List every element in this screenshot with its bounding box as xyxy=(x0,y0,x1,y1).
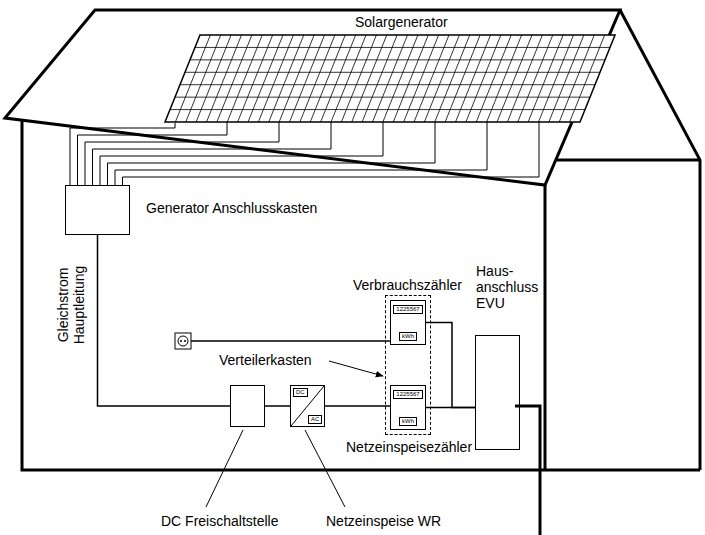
junction-box: Generator Anschlusskasten xyxy=(65,185,130,235)
house-walls xyxy=(22,10,700,470)
string-wire xyxy=(85,122,279,185)
wire-connector xyxy=(325,405,390,407)
roof-outline xyxy=(5,10,620,185)
port-label: AC xyxy=(308,415,322,424)
meter-reading: 1225567 xyxy=(393,305,422,314)
socket-wire xyxy=(191,340,390,342)
dc-disconnect-box: DC Freischaltstelle xyxy=(230,385,265,427)
component-label: Netzeinspeisezähler xyxy=(346,439,472,455)
wire-connector xyxy=(70,123,175,185)
string-wire xyxy=(93,122,332,185)
solar-panel-grid xyxy=(160,35,620,123)
panel-cells xyxy=(170,35,610,122)
feed-in-meter: 1225567kWhNetzeinspeisezähler xyxy=(390,385,426,430)
wire-connector xyxy=(426,323,475,408)
consumption-meter: Verbrauchszähler1225567kWh xyxy=(390,300,426,345)
meter-unit: kWh xyxy=(399,332,417,341)
component-label: Haus- anschluss EVU xyxy=(476,263,551,311)
cable-label: Gleichstrom Hauptleitung xyxy=(55,255,89,355)
port-label: DC xyxy=(293,388,308,397)
component-label: Netzeinspeise WR xyxy=(326,513,441,529)
meter-unit: kWh xyxy=(399,417,417,426)
wire-connector xyxy=(98,235,231,406)
leader-arrow xyxy=(329,361,383,376)
socket-symbol xyxy=(175,333,191,349)
wire-connector xyxy=(265,405,290,407)
string-wire xyxy=(115,122,487,185)
meter-reading: 1225567 xyxy=(393,390,422,399)
string-wire xyxy=(100,122,383,185)
component-label: DC Freischaltstelle xyxy=(161,513,278,529)
inverter-box: DCACNetzeinspeise WR xyxy=(290,385,325,427)
component-label: Verteilerkasten xyxy=(219,352,312,368)
component-label: Solargenerator xyxy=(355,14,448,30)
house-connection-box: Haus- anschluss EVU xyxy=(475,335,520,450)
string-wire xyxy=(108,122,436,185)
component-label: Generator Anschlusskasten xyxy=(146,200,317,216)
panel-outline xyxy=(165,35,615,122)
grid-service-line xyxy=(515,406,540,535)
leader-line xyxy=(206,430,243,507)
string-wires xyxy=(78,122,540,185)
leader-line xyxy=(305,430,345,507)
solar-generator: Solargenerator xyxy=(160,35,620,123)
string-wire xyxy=(123,122,540,185)
distribution-box: VerteilerkastenVerbrauchszähler1225567kW… xyxy=(385,295,431,435)
component-label: Verbrauchszähler xyxy=(353,277,462,293)
